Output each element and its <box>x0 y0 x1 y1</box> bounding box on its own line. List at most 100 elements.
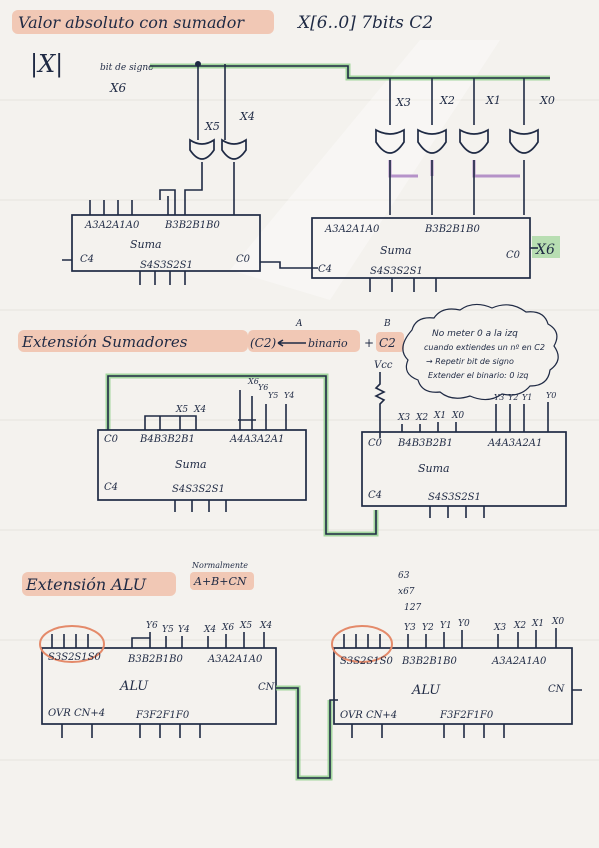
formula-c2-left: (C2) <box>250 336 276 350</box>
alu-right-cn: CN <box>548 684 566 695</box>
alu-left-cn: CN <box>258 682 276 693</box>
adder2-left-y5: Y5 <box>268 391 278 400</box>
wires-hatch <box>159 189 176 215</box>
note-line-4: Extender el binario: 0 izq <box>428 371 529 380</box>
adder2-left-y6: Y6 <box>258 383 268 392</box>
formula-b-label: B <box>383 319 391 329</box>
vcc-resistor <box>374 372 386 438</box>
adder2-right-s-pins: S4S3S2S1 <box>428 492 481 503</box>
adder-right-a-pins: A3A2A1A0 <box>324 224 380 235</box>
title-spec: X[6..0] 7bits C2 <box>296 13 433 33</box>
alu-right-s-circle <box>331 625 393 663</box>
adder-left-b-pins: B3B2B1B0 <box>164 220 220 231</box>
title-valor-absoluto: Valor absoluto con sumador <box>18 13 245 32</box>
alu-right-y0: Y0 <box>458 619 470 629</box>
alu-left-f-pins: F3F2F1F0 <box>135 710 190 721</box>
adder-right-c0: C0 <box>506 250 521 261</box>
adder2-right-x1: X1 <box>433 411 446 421</box>
carry-wire-1 <box>260 261 318 269</box>
alu-left-x4a: X4 <box>203 625 216 635</box>
adder2-left-x4: X4 <box>193 405 206 415</box>
adder2-right-box <box>361 431 567 507</box>
alu-left-bottom: OVR CN+4 <box>48 708 105 719</box>
xor-input-x0: X0 <box>539 94 555 107</box>
alu-note-top: Normalmente <box>191 561 248 570</box>
adder2-left-a-pins: A4A3A2A1 <box>229 434 284 445</box>
note-line-3: → Repetir bit de signo <box>426 357 514 366</box>
alu-right-bottom: OVR CN+4 <box>340 710 397 721</box>
note-line-2: cuando extiendes un nº en C2 <box>424 343 545 352</box>
vcc-label: Vcc <box>374 360 393 371</box>
adder2-right-y0: Y0 <box>546 391 556 400</box>
sign-bit-bus <box>150 65 550 79</box>
alu-note-formula: A+B+CN <box>193 575 247 588</box>
adder2-left-c0: C0 <box>104 434 119 445</box>
alu-left-x5: X5 <box>239 621 252 631</box>
title-extension-sumadores: Extensión Sumadores <box>21 333 188 351</box>
adder-left-s-pins: S4S3S2S1 <box>140 260 193 271</box>
xor-input-x3: X3 <box>395 96 411 109</box>
xor-gates-left <box>189 138 247 160</box>
alu-left-a-pins: A3A2A1A0 <box>207 654 263 665</box>
adder-right-name: Suma <box>380 244 412 257</box>
adder2-right-name: Suma <box>418 462 450 475</box>
title-extension-alu: Extensión ALU <box>25 575 147 594</box>
alu-right-y1: Y1 <box>440 621 452 631</box>
xor-input-x5: X5 <box>204 120 220 133</box>
formula-arrow-label: A <box>295 319 303 329</box>
alu-right-b-pins: B3B2B1B0 <box>401 656 457 667</box>
adder-left-c4: C4 <box>80 254 94 265</box>
adder2-right-x3: X3 <box>397 413 410 423</box>
alu-right-x1: X1 <box>531 619 544 629</box>
carry-loop-wire <box>107 375 377 535</box>
alu-left-y4: Y4 <box>178 625 190 635</box>
xor-input-x4: X4 <box>239 110 255 123</box>
formula-plus: + <box>364 336 374 350</box>
adder-right-b-pins: B3B2B1B0 <box>424 224 480 235</box>
adder-right-c4: C4 <box>318 264 332 275</box>
alu-left-s-circle <box>39 625 105 663</box>
formula-c2-right: C2 <box>379 336 396 350</box>
xor-input-x2: X2 <box>439 94 455 107</box>
adder2-left-c4: C4 <box>104 482 118 493</box>
xor-gates-right <box>375 128 539 154</box>
note-line-1: No meter 0 a la izq <box>432 329 518 339</box>
formula-arrow <box>277 339 306 347</box>
adder2-left-x6: X6 <box>247 377 259 386</box>
adder2-right-y2: Y2 <box>508 393 518 402</box>
alu-left-y5: Y5 <box>162 625 174 635</box>
xor-input-x1: X1 <box>485 94 501 107</box>
title-highlight-alu <box>22 572 176 596</box>
alu-right-y3: Y3 <box>404 623 416 633</box>
formula-highlight <box>248 330 360 352</box>
adder-left-c0: C0 <box>236 254 251 265</box>
adder2-right-c4: C4 <box>368 490 382 501</box>
alu-right-a-pins: A3A2A1A0 <box>491 656 547 667</box>
alu-left-b-pins: B3B2B1B0 <box>127 654 183 665</box>
side-note-3: 127 <box>404 603 421 613</box>
abs-x-label: |X| <box>30 50 63 79</box>
title-highlight-valor <box>12 10 274 34</box>
alu-right-x2: X2 <box>513 621 526 631</box>
side-note-1: 63 <box>398 571 410 581</box>
adder2-left-b-pins: B4B3B2B1 <box>139 434 195 445</box>
adder2-right-c0: C0 <box>368 438 383 449</box>
adder-right-s-pins: S4S3S2S1 <box>370 266 423 277</box>
adder2-left-s-pins: S4S3S2S1 <box>172 484 225 495</box>
adder2-left-x5: X5 <box>175 405 188 415</box>
ruled-lines <box>0 99 599 761</box>
alu-right-x3: X3 <box>493 623 506 633</box>
alu-right-name: ALU <box>411 683 441 698</box>
bit-sign-label: bit de signo <box>100 63 154 73</box>
alu-right-y2: Y2 <box>422 623 434 633</box>
alu-right-box <box>333 647 573 725</box>
alu-left-y6: Y6 <box>146 621 158 631</box>
adder-left-a-pins: A3A2A1A0 <box>84 220 140 231</box>
adder2-left-name: Suma <box>175 458 207 471</box>
formula-binario: binario <box>308 337 348 350</box>
adder2-left-y4: Y4 <box>284 391 294 400</box>
adder2-right-x2: X2 <box>415 413 428 423</box>
alu-right-s-pins: S3S2S1S0 <box>340 656 393 667</box>
adder2-right-b-pins: B4B3B2B1 <box>397 438 453 449</box>
